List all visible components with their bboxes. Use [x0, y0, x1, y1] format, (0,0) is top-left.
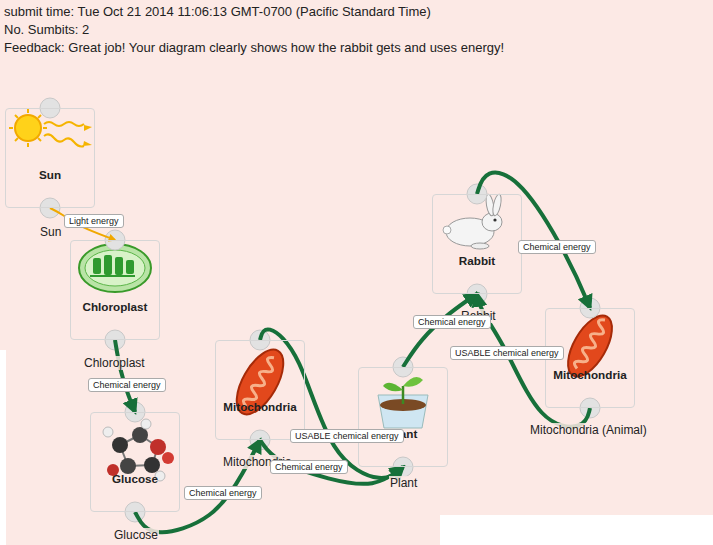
box-caption: Sun	[39, 225, 62, 239]
concept-box: MitochondriaMitochondria	[215, 340, 305, 440]
chloroplast-icon	[79, 244, 151, 292]
energy-arrow	[260, 440, 403, 484]
box-title: Mitochondria	[546, 368, 634, 381]
box-title: Mitochondria	[216, 400, 304, 413]
concept-box: RabbitRabbit	[432, 194, 522, 294]
concept-box: GlucoseGlucose	[90, 412, 180, 512]
box-caption: Chloroplast	[83, 356, 146, 370]
energy-arrow	[115, 340, 135, 412]
edge-label: USABLE chemical energy	[290, 429, 404, 443]
header-note: No. Sumbits: 2	[4, 22, 89, 37]
edge-label: Chemical energy	[518, 240, 596, 254]
white-panel	[440, 515, 713, 545]
concept-box: SunSun	[5, 108, 95, 208]
box-caption: Plant	[389, 476, 418, 490]
header-note: submit time: Tue Oct 21 2014 11:06:13 GM…	[4, 4, 431, 19]
box-title: Rabbit	[433, 254, 521, 267]
box-caption: Mitochondria (Animal)	[529, 423, 648, 437]
box-title: Glucose	[91, 472, 179, 485]
edge-label: Chemical energy	[413, 315, 491, 329]
edge-label: Chemical energy	[88, 378, 166, 392]
box-title: Chloroplast	[71, 300, 159, 313]
edge-label: Light energy	[64, 214, 124, 228]
box-caption: Glucose	[113, 528, 159, 542]
plant-icon	[378, 377, 428, 428]
edge-label: USABLE chemical energy	[450, 346, 564, 360]
concept-box: ChloroplastChloroplast	[70, 240, 160, 340]
edge-label: Chemical energy	[184, 486, 262, 500]
edge-label: Chemical energy	[270, 460, 348, 474]
box-title: Sun	[6, 168, 94, 181]
glucose-molecule	[103, 419, 174, 481]
white-strip	[0, 350, 6, 545]
concept-box: PlantPlant	[358, 367, 448, 467]
header-note: Feedback: Great job! Your diagram clearl…	[4, 40, 504, 55]
